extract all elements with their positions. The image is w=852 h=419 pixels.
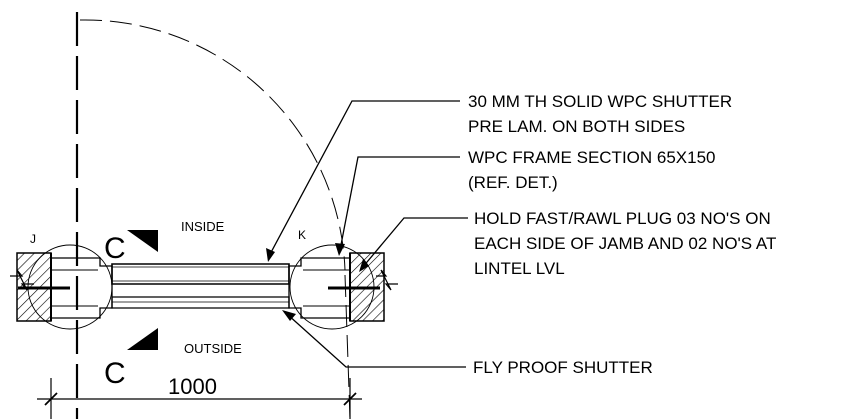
leader-shutter — [266, 101, 460, 262]
leader-frame — [335, 157, 460, 256]
note-frame-line2: (REF. DET.) — [468, 173, 558, 192]
outside-label: OUTSIDE — [184, 341, 242, 356]
section-arrow-bottom — [127, 328, 158, 350]
wpc-shutter — [112, 264, 289, 284]
right-break-line — [376, 270, 398, 290]
dimension-line — [37, 378, 362, 419]
note-flyproof: FLY PROOF SHUTTER — [473, 358, 653, 377]
dimension-value: 1000 — [168, 374, 217, 399]
door-swing-arc — [80, 20, 345, 270]
left-break-line — [10, 270, 34, 290]
swing-arc-tail — [345, 275, 350, 419]
note-holdfast-line3: LINTEL LVL — [474, 259, 565, 278]
note-shutter-line1: 30 MM TH SOLID WPC SHUTTER — [468, 92, 732, 111]
leader-holdfast — [359, 218, 468, 272]
note-frame-line1: WPC FRAME SECTION 65X150 — [468, 148, 716, 167]
section-arrow-top — [127, 230, 158, 252]
note-holdfast-line2: EACH SIDE OF JAMB AND 02 NO'S AT — [474, 234, 776, 253]
detail-tag-k: K — [298, 228, 306, 242]
section-mark-top: C — [104, 232, 126, 265]
flyproof-shutter — [112, 297, 289, 308]
leader-flyproof — [282, 310, 466, 367]
detail-tag-j: J — [30, 232, 36, 246]
note-holdfast-line1: HOLD FAST/RAWL PLUG 03 NO'S ON — [474, 209, 771, 228]
section-mark-bottom: C — [104, 357, 126, 390]
detail-circle-j — [28, 245, 112, 329]
note-shutter-line2: PRE LAM. ON BOTH SIDES — [468, 117, 685, 136]
inside-label: INSIDE — [181, 219, 225, 234]
detail-circle-k — [290, 245, 374, 329]
